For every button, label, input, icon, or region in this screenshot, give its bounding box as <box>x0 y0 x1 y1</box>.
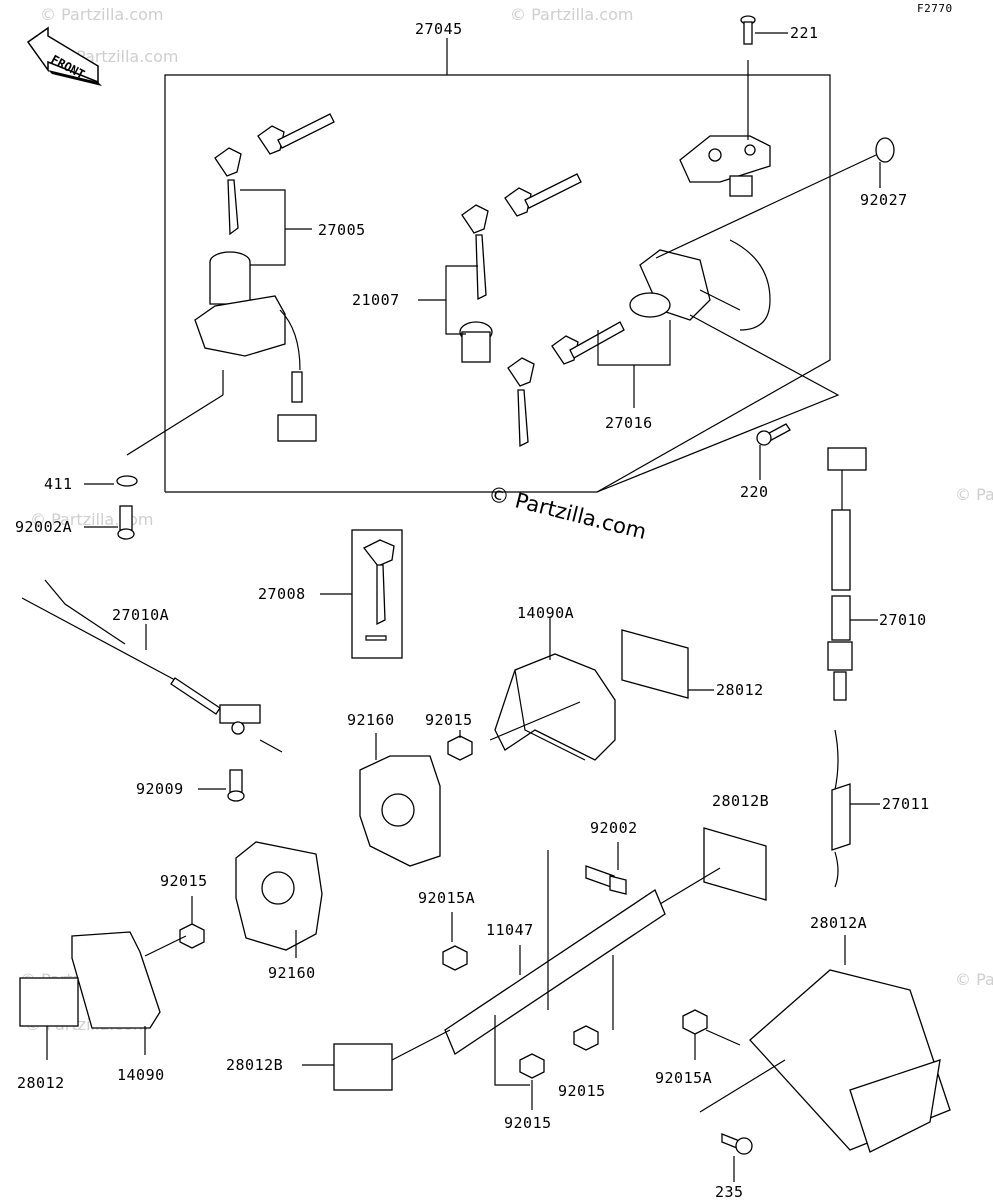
part-label-27008: 27008 <box>258 585 306 603</box>
part-label-27005: 27005 <box>318 221 366 239</box>
plate-92160-top <box>359 733 441 867</box>
watermark-text: © Partzilla.com <box>40 5 163 24</box>
part-label-92015A-right: 92015A <box>655 1069 712 1087</box>
reflector-28012-top <box>621 629 714 699</box>
part-label-411: 411 <box>44 475 73 493</box>
part-label-92009: 92009 <box>136 780 184 798</box>
part-label-28012A: 28012A <box>810 914 867 932</box>
reflector-28012-bottom <box>19 977 79 1060</box>
watermark-text: © Partzilla.com <box>510 5 633 24</box>
key-set-27005 <box>214 113 335 266</box>
bracket-14090 <box>71 931 187 1055</box>
part-label-92015-left: 92015 <box>160 872 208 890</box>
key-card-27008 <box>320 529 403 659</box>
kit-outline-27045 <box>164 38 831 493</box>
part-label-92015-top: 92015 <box>425 711 473 729</box>
part-label-27016: 27016 <box>605 414 653 432</box>
part-label-221: 221 <box>790 24 819 42</box>
part-labels: 27045 221 92027 27005 21007 27016 220 41… <box>15 20 930 1200</box>
part-label-92002: 92002 <box>590 819 638 837</box>
bolt-92002 <box>585 842 627 895</box>
part-label-92015A-mid: 92015A <box>418 889 475 907</box>
screw-221 <box>740 15 788 45</box>
key-set-27016 <box>507 320 671 448</box>
bolt-92002A <box>84 505 135 540</box>
part-label-220: 220 <box>740 483 769 501</box>
part-label-28012B-top: 28012B <box>712 792 769 810</box>
cable-27010A <box>21 579 283 753</box>
part-label-28012-bottom: 28012 <box>17 1074 65 1092</box>
nut-92015A-right <box>682 1009 708 1060</box>
part-label-92160-bottom: 92160 <box>268 964 316 982</box>
screw-235 <box>721 1133 753 1182</box>
nut-92015A-mid <box>442 912 468 971</box>
part-label-27011: 27011 <box>882 795 930 813</box>
part-label-27045: 27045 <box>415 20 463 38</box>
watermark-text: © Partzilla.com <box>955 485 993 504</box>
watermark-text: © Partzilla.com <box>955 970 993 989</box>
nut-92015-center <box>573 1025 599 1051</box>
part-label-14090A: 14090A <box>517 604 574 622</box>
part-label-92002A: 92002A <box>15 518 72 536</box>
nut-92015-top <box>447 730 473 761</box>
part-label-11047: 11047 <box>486 921 534 939</box>
part-label-92015-center: 92015 <box>558 1082 606 1100</box>
part-label-92015-mid: 92015 <box>504 1114 552 1132</box>
spring-27011 <box>831 729 880 888</box>
part-label-21007: 21007 <box>352 291 400 309</box>
tail-lamp-28012A <box>699 935 951 1153</box>
part-label-27010A: 27010A <box>112 606 169 624</box>
part-label-28012B-bottom: 28012B <box>226 1056 283 1074</box>
part-label-92160-top: 92160 <box>347 711 395 729</box>
reflector-28012B-top <box>659 827 767 905</box>
part-label-92027: 92027 <box>860 191 908 209</box>
washer-411 <box>84 475 138 487</box>
screw-220 <box>756 423 791 480</box>
key-set-21007 <box>418 173 582 363</box>
part-label-235: 235 <box>715 1183 744 1200</box>
bolt-92009 <box>198 769 245 802</box>
watermark-main: © Partzilla.com <box>486 482 649 544</box>
seat-lock-assembly <box>596 60 895 493</box>
nut-92015-bottom <box>519 1053 545 1110</box>
switch-27010 <box>827 447 878 701</box>
figure-ref-code: F2770 <box>917 2 953 15</box>
rail-11047 <box>444 850 666 1086</box>
bracket-14090A <box>489 618 616 761</box>
part-label-14090: 14090 <box>117 1066 165 1084</box>
ignition-switch <box>126 251 317 456</box>
plate-92160-bottom <box>235 841 323 958</box>
reflector-28012B-bottom <box>302 1029 451 1091</box>
nut-92015-left <box>179 896 205 949</box>
part-label-27010: 27010 <box>879 611 927 629</box>
part-label-28012-top: 28012 <box>716 681 764 699</box>
